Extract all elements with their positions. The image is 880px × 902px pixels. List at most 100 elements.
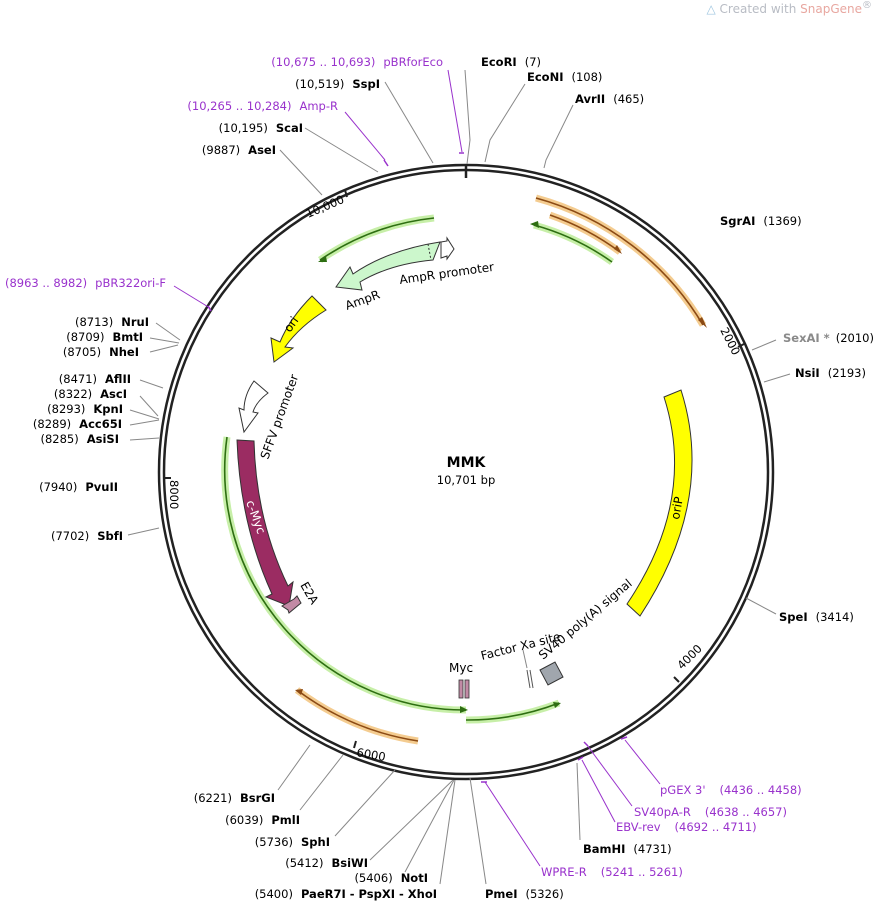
- leader-ebv-rev: [581, 759, 616, 823]
- leader-bsiwi: [369, 779, 454, 861]
- site-asei: (9887)AseI: [202, 143, 276, 157]
- site-bsrgi: (6221)BsrGI: [194, 791, 275, 805]
- leader-bmti: [149, 337, 180, 344]
- site-kpni: (8293)KpnI: [47, 402, 123, 416]
- tick-label-8000: 8000: [167, 480, 181, 509]
- leader-pbrforeco: [447, 69, 463, 153]
- feature-factor-xa-2: [529, 669, 534, 689]
- label-ampr-promoter: AmpR promoter: [398, 260, 494, 287]
- leader-bsrgi: [277, 744, 311, 791]
- site-noti: (5406)NotI: [354, 871, 428, 885]
- primer-pbrforeco: (10,675 .. 10,693)pBRforEco: [271, 55, 443, 69]
- feature-cmyc: [236, 439, 294, 607]
- marker-ebv-rev: [577, 756, 584, 761]
- feature-e2a: [281, 595, 302, 614]
- feature-green-arc-bottom-glow: [465, 699, 561, 724]
- feature-green-arc-tl: [319, 217, 435, 261]
- label-sffv: SFFV promoter: [258, 372, 302, 461]
- site-sphi: (5736)SphI: [255, 835, 330, 849]
- site-nhei: (8705)NheI: [63, 345, 139, 359]
- feature-orange-arc-1-arrow: [698, 317, 707, 328]
- leader-sbfi: [127, 527, 160, 536]
- snapgene-watermark: △ Created with SnapGene®: [706, 0, 872, 16]
- leader-amp-r: [344, 111, 386, 161]
- feature-orange-arc-1: [535, 197, 704, 326]
- feature-sffv-promoter: [238, 380, 269, 434]
- tick-6000: [353, 740, 357, 749]
- marker-pgex3: [620, 736, 628, 740]
- leader-aflii: [139, 379, 164, 389]
- feature-ampr: [335, 241, 441, 291]
- tick-2000: [737, 343, 745, 348]
- leader-noti: [404, 779, 455, 873]
- tick-10000: [344, 189, 348, 198]
- site-nrui: (8713)NruI: [75, 315, 149, 329]
- site-econi: EcoNI(108): [527, 70, 602, 84]
- leader-kpni: [129, 409, 160, 420]
- leader-spei: [745, 597, 777, 615]
- leader-wpre-r: [484, 781, 541, 867]
- site-leaders: [127, 69, 791, 885]
- primer-markers: [207, 152, 628, 783]
- site-pmei: PmeI(5326): [485, 887, 564, 901]
- snapgene-logo-icon: △: [706, 2, 716, 16]
- site-spei: SpeI(3414): [779, 610, 854, 624]
- site-scai: (10,195)ScaI: [219, 121, 303, 135]
- leader-pbr322ori-f: [173, 285, 211, 309]
- leader-acc65i: [129, 419, 160, 426]
- leader-sphi: [334, 769, 396, 837]
- leader-sspi: [384, 81, 434, 164]
- primer-leaders: [173, 69, 661, 867]
- feature-orip: [626, 389, 693, 617]
- leader-xhoi: [439, 779, 456, 885]
- feature-green-arc-tr-glow: [533, 221, 615, 265]
- feature-myc-tag-1: [458, 679, 464, 699]
- primer-pbr322ori-f: (8963 .. 8982)pBR322ori-F: [5, 276, 166, 290]
- leader-sexai: [751, 339, 777, 351]
- leader-avrii: [543, 104, 574, 169]
- site-asci: (8322)AscI: [54, 387, 127, 401]
- site-pvuii: (7940)PvuII: [39, 480, 118, 494]
- tick-label-4000: 4000: [674, 642, 705, 673]
- leader-econi: [484, 83, 526, 163]
- feature-green-arc-tr-arrow: [530, 221, 539, 228]
- feature-green-arc-left-arrow: [460, 706, 468, 713]
- site-sgrai: SgrAI(1369): [720, 214, 802, 228]
- feature-myc-tag-2: [464, 679, 470, 699]
- leader-asisi: [129, 437, 160, 441]
- leader-pgex3: [624, 739, 661, 785]
- marker-amp-r: [383, 159, 389, 167]
- feature-green-arc-bottom-arrow: [553, 702, 561, 708]
- leader-pmli: [299, 754, 344, 811]
- label-myc: Myc: [449, 661, 473, 675]
- feature-green-arc-left: [223, 436, 467, 711]
- feature-green-arc-left-glow: [221, 436, 467, 714]
- feature-green-arc-tl-arrow: [318, 256, 327, 262]
- feature-ori: [270, 295, 327, 363]
- primer-pgex3: pGEX 3'(4436 .. 4458): [660, 783, 802, 797]
- site-asisi: (8285)AsiSI: [41, 432, 120, 446]
- feature-factor-xa-1: [526, 669, 531, 689]
- site-bsiwi: (5412)BsiWI: [285, 856, 368, 870]
- feature-green-arc-tr: [533, 224, 613, 263]
- site-avrii: AvrII(465): [575, 92, 644, 106]
- feature-sv40-polya: [539, 661, 564, 686]
- leader-scai: [304, 127, 379, 173]
- site-sbfi: (7702)SbfI: [51, 529, 123, 543]
- tick-label-6000: 6000: [355, 745, 386, 764]
- label-sv40: SV40 poly(A) signal: [536, 576, 635, 662]
- site-bmti: (8709)BmtI: [66, 330, 143, 344]
- feature-green-arc-bottom: [465, 702, 560, 721]
- feature-ampr-promoter: [440, 236, 455, 261]
- leader-ecori: [464, 69, 471, 165]
- leader-asci: [139, 395, 159, 417]
- site-ecori: EcoRI(7): [481, 55, 541, 69]
- watermark-prefix: Created with: [719, 2, 801, 16]
- plasmid-name: MMK: [447, 455, 487, 471]
- feature-factor-xa-leader: [522, 649, 528, 669]
- plasmid-size: 10,701 bp: [437, 473, 496, 487]
- site-nsii: NsiI(2193): [795, 366, 866, 380]
- leader-pmei: [469, 777, 487, 885]
- tick-4000: [673, 676, 680, 683]
